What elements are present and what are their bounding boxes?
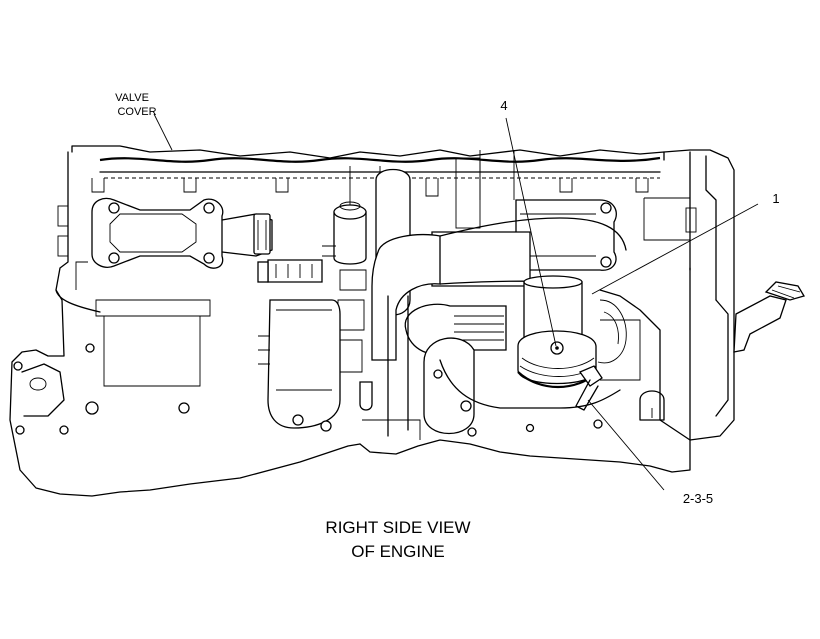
callout-2-3-5: 2-3-5 xyxy=(683,491,713,506)
breather-canister xyxy=(517,275,627,411)
caption-line2: OF ENGINE xyxy=(351,542,445,561)
front-housing-details xyxy=(13,261,211,435)
leader-callout-1 xyxy=(591,203,759,295)
turbocharger xyxy=(322,168,627,440)
exhaust-manifold xyxy=(91,197,617,271)
lower-block-details xyxy=(433,150,641,437)
exhaust-elbow xyxy=(257,259,341,432)
leader-callout-235 xyxy=(587,399,665,491)
callout-4: 4 xyxy=(500,98,507,113)
leader-lines xyxy=(153,113,759,491)
label-valve-cover-line1: VALVE xyxy=(115,92,149,104)
caption-line1: RIGHT SIDE VIEW xyxy=(325,518,470,537)
label-valve-cover-line2: COVER xyxy=(117,106,156,118)
callout-1: 1 xyxy=(772,191,779,206)
leader-valve-cover xyxy=(153,113,173,151)
leader-callout-4 xyxy=(505,117,557,347)
crankcase-vent-tube xyxy=(733,281,805,353)
